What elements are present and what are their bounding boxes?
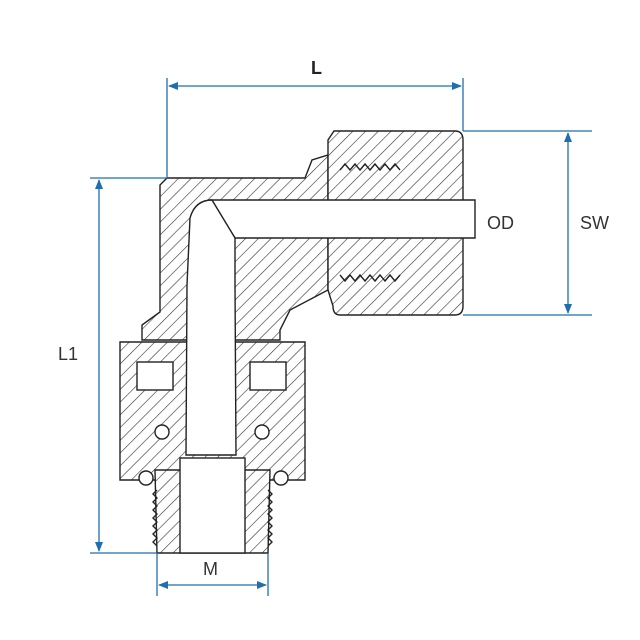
label-l: L (311, 58, 322, 78)
dimension-lines (90, 78, 592, 596)
thread-teeth-left (152, 489, 158, 547)
lower-nut-window-right (249, 361, 287, 391)
o-ring (154, 424, 170, 440)
nut-thread-top (339, 162, 401, 172)
o-ring (138, 470, 154, 486)
label-l1: L1 (58, 344, 79, 364)
label-m: M (203, 559, 218, 579)
elbow-body (119, 130, 476, 554)
bore-horizontal (208, 199, 476, 239)
label-sw: SW (580, 213, 609, 233)
label-od: OD (487, 213, 514, 233)
lower-nut-window-left (136, 361, 174, 391)
bore-vertical (185, 199, 237, 456)
thread-teeth-right (267, 489, 273, 547)
nut-thread-bottom (339, 273, 401, 283)
o-ring (254, 424, 270, 440)
bore-lower (179, 457, 246, 554)
o-ring (273, 470, 289, 486)
